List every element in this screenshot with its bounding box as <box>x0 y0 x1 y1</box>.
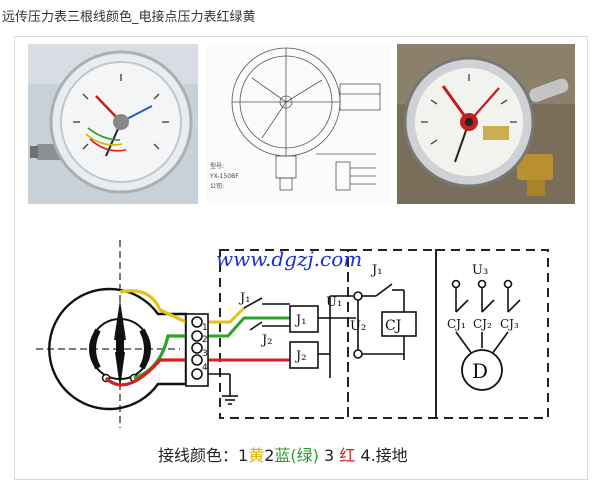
terminal-3-label: 3 <box>202 349 208 359</box>
motor-box-outline <box>435 249 549 419</box>
wiring-color-caption: 接线颜色：1黄2蓝(绿) 3 红 4.接地 <box>158 442 408 466</box>
u1-label: U₁ <box>326 295 342 310</box>
caption-n2: 2 <box>264 446 275 465</box>
motor-circle <box>461 349 503 391</box>
contactor-box-outline <box>347 249 437 419</box>
cj2-label: CJ₂ <box>473 317 492 331</box>
caption-blue: 蓝 <box>274 446 291 465</box>
caption-prefix: 接线颜色：1 <box>158 446 249 465</box>
photo-pressure-gauge-front <box>28 44 198 204</box>
gauge-outline <box>48 287 188 411</box>
wire-green-ext <box>208 316 290 338</box>
gauge-needle-upper <box>114 300 126 340</box>
photo-gauge-drawing: 型号: YX-150BF 公司: <box>206 44 390 204</box>
terminal-block <box>185 313 209 387</box>
caption-suffix: 4.接地 <box>360 446 408 465</box>
gauge-needle-lower <box>115 352 125 388</box>
cj1-label: CJ₁ <box>447 317 466 331</box>
contactor-coil-box <box>381 311 417 337</box>
ground-symbol <box>208 373 238 405</box>
relay-j1-box <box>289 305 319 333</box>
drawing-text-1: 型号: <box>210 162 224 170</box>
j1-contact-label: J₁ <box>238 291 250 306</box>
terminal-1-label: 1 <box>202 323 208 333</box>
motor-label: D <box>472 359 488 383</box>
wire-yellow <box>119 289 196 324</box>
caption-n3: 3 <box>324 446 335 465</box>
cj3-label: CJ₃ <box>500 317 519 331</box>
terminal-4-label: 4 <box>202 363 208 373</box>
caption-green-paren: (绿) <box>290 446 319 465</box>
relay-j2-box <box>289 341 319 369</box>
u3-label: U₃ <box>472 263 488 278</box>
page-title: 远传压力表三根线颜色_电接点压力表红绿黄 <box>2 10 256 25</box>
wiring-diagram: 1 2 3 4 J₁ J₂ J₁ J₂ U₁ U₂ <box>36 240 549 428</box>
drawing-text-3: 公司: <box>210 183 224 190</box>
j2-coil-label: J₂ <box>294 349 306 364</box>
wire-red <box>104 358 196 387</box>
watermark-text: www.dgzj.com <box>216 247 362 271</box>
photo-contact-gauge <box>397 44 575 204</box>
terminal-2-label: 2 <box>202 335 208 345</box>
caption-red: 红 <box>339 446 356 465</box>
cj-label: CJ <box>385 318 401 334</box>
j1-right-label: J₁ <box>370 263 382 278</box>
j1-coil-label: J₁ <box>294 313 306 328</box>
wire-yellow-ext <box>208 306 246 324</box>
j2-contact-label: J₂ <box>260 333 272 348</box>
drawing-text-2: YX-150BF <box>209 173 239 180</box>
relay-box-outline <box>219 249 349 419</box>
caption-yellow: 黄 <box>248 446 265 465</box>
